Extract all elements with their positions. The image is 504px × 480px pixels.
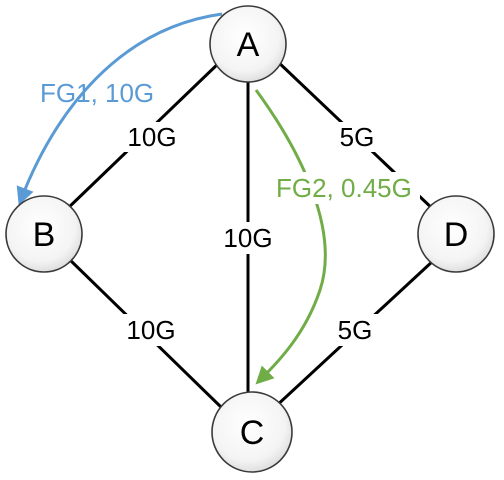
flow-fg1-path (16, 12, 223, 206)
node-label-d: D (444, 216, 469, 254)
flow-labels: FG1, 10G FG2, 0.45G (40, 78, 420, 204)
node-label-a: A (237, 26, 260, 64)
flows (16, 12, 327, 385)
node-a: A (209, 5, 287, 83)
nodes: A B D C (5, 5, 495, 473)
flow-label-fg1: FG1, 10G (40, 78, 154, 108)
node-b: B (5, 195, 83, 273)
edge-label-a-b: 10G (127, 122, 176, 152)
edge-label-d-c: 5G (338, 315, 373, 345)
edge-label-a-d: 5G (340, 122, 375, 152)
flow-label-fg2: FG2, 0.45G (276, 173, 412, 203)
edge-labels: 10G 10G 5G 10G 5G (118, 122, 382, 346)
node-label-b: B (33, 216, 56, 254)
flow-fg2-path (254, 89, 327, 385)
node-c: C (211, 391, 293, 473)
node-label-c: C (240, 414, 265, 452)
node-d: D (417, 195, 495, 273)
edge-label-b-c: 10G (126, 315, 175, 345)
edge-label-a-c: 10G (223, 223, 272, 253)
